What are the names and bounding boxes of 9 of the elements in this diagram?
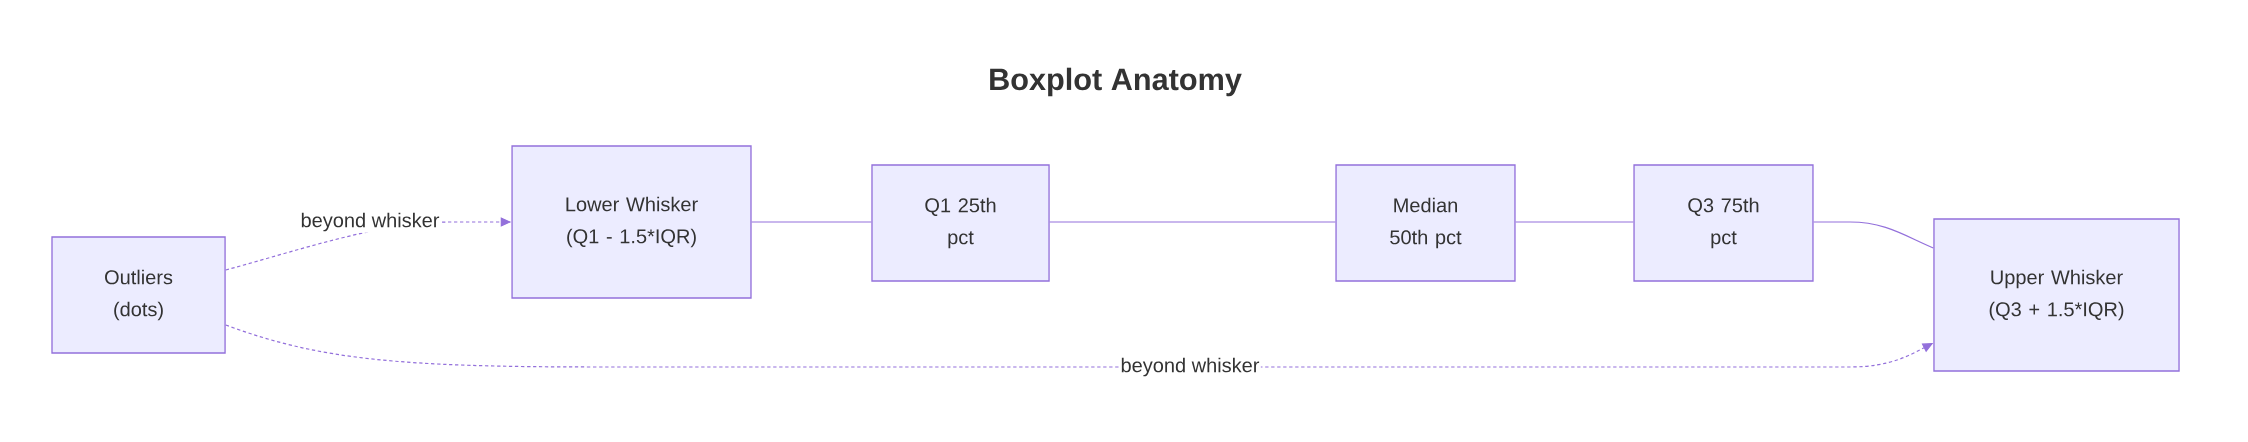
diagram-title: Boxplot Anatomy <box>990 67 1242 97</box>
process-box: Lower Whisker (Q1 - 1.5*IQR) <box>511 145 752 299</box>
process-box: Q1 25th pct <box>871 164 1050 282</box>
process-box: Median 50th pct <box>1335 164 1516 282</box>
edge-label: beyond whisker <box>1119 356 1261 378</box>
process-box: Upper Whisker (Q3 + 1.5*IQR) <box>1933 218 2180 372</box>
process-box: Outliers (dots) <box>51 236 226 354</box>
edge-label: beyond whisker <box>299 211 441 233</box>
process-box: Q3 75th pct <box>1633 164 1814 282</box>
